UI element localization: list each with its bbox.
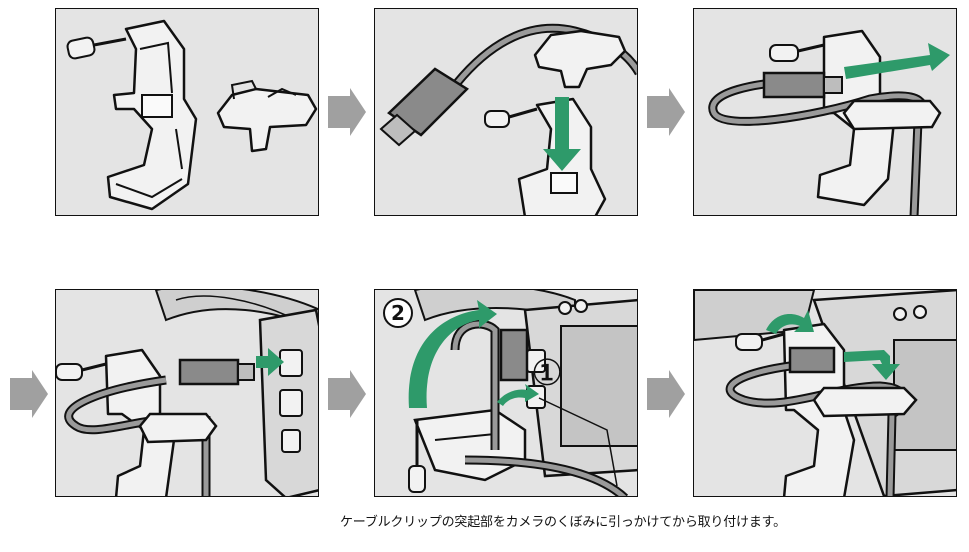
figure-caption: ケーブルクリップの突起部をカメラのくぼみに引っかけてから取り付けます。 (340, 515, 786, 530)
step-panel-4 (55, 289, 319, 497)
step-arrow-5 (647, 370, 685, 418)
slide-clip-illustration (708, 29, 950, 215)
step-panel-2 (374, 8, 638, 216)
callout-1: ① (531, 353, 564, 394)
attach-clip-illustration (694, 290, 956, 496)
step-arrow-2 (647, 88, 685, 136)
step-arrow-1 (328, 88, 366, 136)
callout-2: 2 (383, 298, 413, 328)
plug-into-camera-illustration (56, 290, 318, 496)
holder-and-clip-illustration (66, 19, 318, 211)
step-arrow-3 (10, 370, 48, 418)
step-panel-6 (693, 289, 957, 497)
step-panel-5: 2 ① (374, 289, 638, 497)
hook-clip-illustration (408, 290, 637, 496)
step-panel-3 (693, 8, 957, 216)
step-panel-1 (55, 8, 319, 216)
insert-cable-illustration (379, 23, 637, 215)
step-arrow-4 (328, 370, 366, 418)
